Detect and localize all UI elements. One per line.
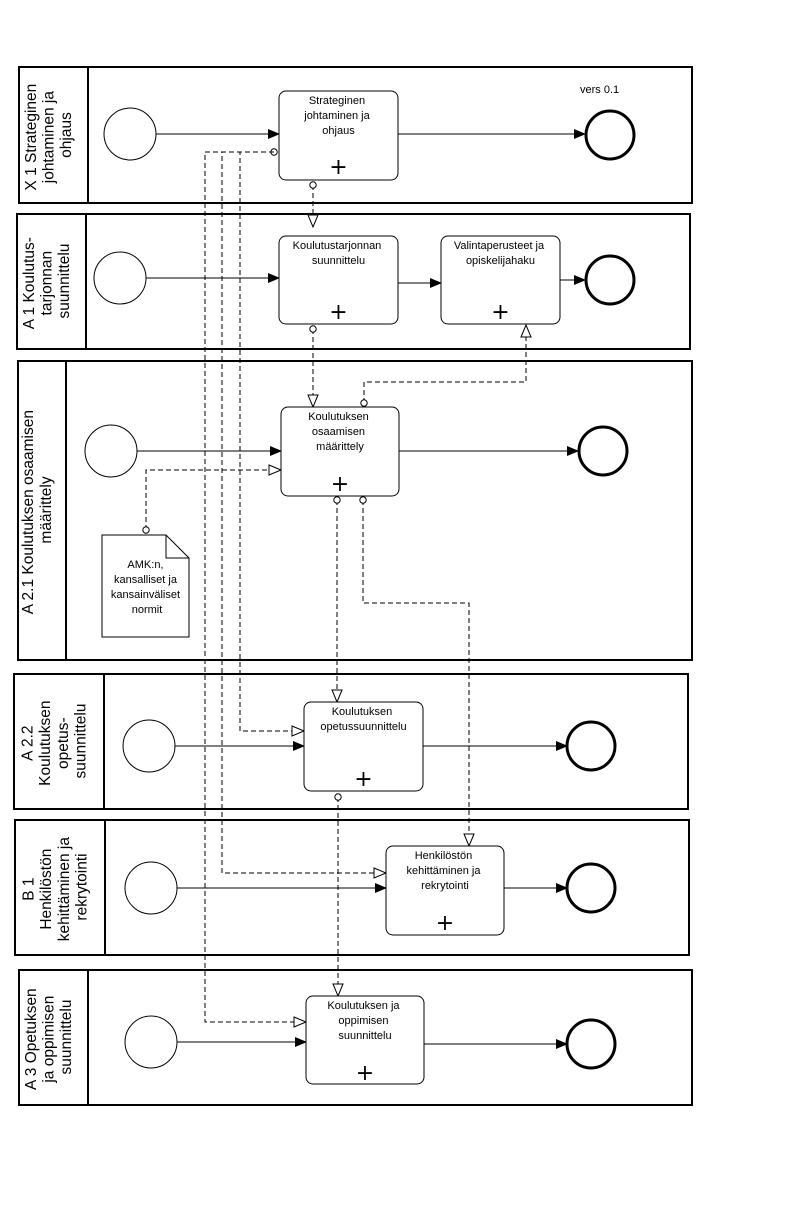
subprocess-marker-icon: + <box>354 767 372 792</box>
lane-label-a3: A 3 Opetuksen ja oppimisen suunnittelu <box>23 984 75 1090</box>
lane-label-a1: A 1 Koulutus- tarjonnan suunnittelu <box>21 233 73 330</box>
task-strategic-management[interactable]: Strateginen johtaminen ja ohjaus + <box>278 90 399 181</box>
lane-x1: X 1 Strateginen johtaminen ja ohjaus <box>18 66 693 204</box>
start-event-x1 <box>103 107 157 161</box>
document-icon <box>101 534 190 638</box>
end-event-a22 <box>565 720 617 772</box>
end-event-a3 <box>565 1018 617 1070</box>
end-event-b1 <box>565 862 617 914</box>
task-education-offering[interactable]: Koulutustarjonnan suunnittelu + <box>278 235 399 325</box>
subprocess-marker-icon: + <box>331 472 349 497</box>
lane-label-a22: A 2.2 Koulutuksen opetus- suunnittelu <box>20 696 90 786</box>
end-event-x1 <box>584 109 636 161</box>
start-event-a1 <box>93 251 147 305</box>
subprocess-marker-icon: + <box>491 300 509 325</box>
subprocess-marker-icon: + <box>436 911 454 936</box>
start-event-b1 <box>124 861 178 915</box>
msg-doc-to-om <box>146 470 281 530</box>
document-norms[interactable]: AMK:n, kansalliset ja kansainväliset nor… <box>101 534 190 638</box>
lane-b1: B 1 Henkilöstön kehittäminen ja rekrytoi… <box>14 819 690 956</box>
document-label: AMK:n, kansalliset ja kansainväliset nor… <box>111 559 183 616</box>
task-label: Koulutustarjonnan suunnittelu <box>293 240 385 267</box>
task-curriculum-planning[interactable]: Koulutuksen opetussuunnittelu + <box>303 701 424 792</box>
msg-om-to-hk <box>363 500 469 846</box>
task-label: Koulutuksen ja oppimisen suunnittelu <box>327 1000 402 1042</box>
subprocess-marker-icon: + <box>356 1061 374 1086</box>
subprocess-marker-icon: + <box>329 155 347 180</box>
lane-label-b1: B 1 Henkilöstön kehittäminen ja rekrytoi… <box>21 833 91 942</box>
end-event-a1 <box>584 254 636 306</box>
task-admission-criteria[interactable]: Valintaperusteet ja opiskelijahaku + <box>440 235 561 325</box>
lane-a1: A 1 Koulutus- tarjonnan suunnittelu <box>16 213 691 350</box>
lane-a22: A 2.2 Koulutuksen opetus- suunnittelu <box>13 673 689 810</box>
start-event-a3 <box>124 1015 178 1069</box>
lane-a3: A 3 Opetuksen ja oppimisen suunnittelu <box>18 969 693 1106</box>
start-event-a21 <box>84 424 138 478</box>
start-event-a22 <box>122 719 176 773</box>
task-teaching-learning-planning[interactable]: Koulutuksen ja oppimisen suunnittelu + <box>305 995 425 1086</box>
events <box>84 107 636 1070</box>
task-staff-development[interactable]: Henkilöstön kehittäminen ja rekrytointi … <box>385 845 505 936</box>
task-label: Koulutuksen osaamisen määrittely <box>308 411 372 453</box>
task-label: Valintaperusteet ja opiskelijahaku <box>454 240 547 267</box>
task-competence-definition[interactable]: Koulutuksen osaamisen määrittely + <box>280 406 400 497</box>
end-event-a21 <box>577 425 629 477</box>
document-fold <box>165 535 189 559</box>
lane-label-a21: A 2.1 Koulutuksen osaamisen määrittely <box>20 406 55 615</box>
msg-strat-to-ko <box>204 151 306 1022</box>
version-label: vers 0.1 <box>580 84 619 96</box>
message-flows <box>146 152 526 1022</box>
lane-label-x1: X 1 Strateginen johtaminen ja ohjaus <box>23 79 75 190</box>
task-label: Strateginen johtaminen ja ohjaus <box>303 95 373 137</box>
task-label: Koulutuksen opetussuunnittelu <box>320 706 406 733</box>
task-label: Henkilöstön kehittäminen ja rekrytointi <box>406 850 483 892</box>
subprocess-marker-icon: + <box>329 300 347 325</box>
lane-a21: A 2.1 Koulutuksen osaamisen määrittely <box>17 360 693 661</box>
sequence-flows <box>137 129 586 1049</box>
msg-om-to-val <box>364 325 526 403</box>
